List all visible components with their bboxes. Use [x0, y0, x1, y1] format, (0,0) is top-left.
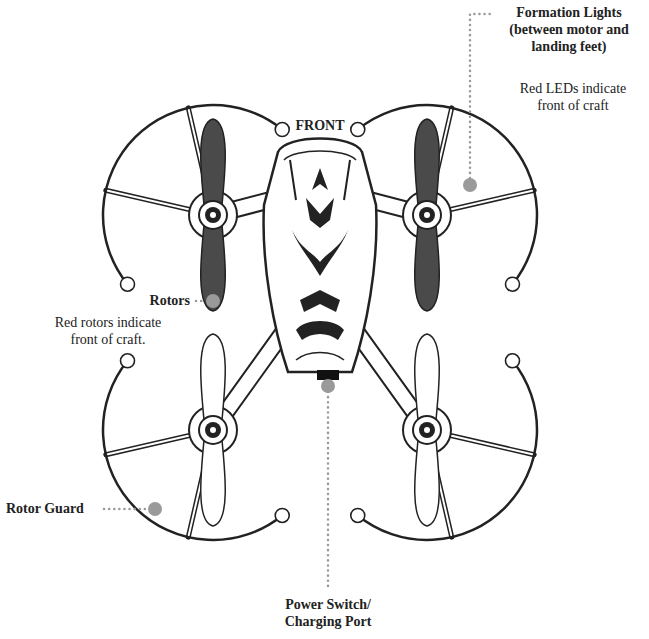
power-switch	[317, 370, 339, 380]
shell-line	[296, 353, 344, 361]
rotor-hub-center	[419, 422, 435, 438]
rotor-hub	[413, 416, 441, 444]
leader-line	[470, 14, 494, 178]
rotor-guard	[103, 361, 282, 540]
leader-line	[104, 508, 148, 511]
part-note: Red LEDs indicate front of craft	[510, 80, 636, 114]
leader-dots	[148, 178, 477, 516]
guard-foot	[121, 277, 135, 291]
rotor-shaft	[424, 427, 430, 433]
rotor-shaft	[424, 212, 430, 218]
rotor-shaft	[210, 212, 216, 218]
shell-line	[284, 151, 356, 160]
leader-line	[196, 300, 205, 303]
leader-dot	[321, 379, 335, 393]
part-name: Formation Lights (between motor and land…	[496, 4, 642, 55]
shell-slot	[290, 160, 350, 200]
rotor-shaft	[210, 427, 216, 433]
guard-strut	[106, 435, 192, 455]
leader-dot	[148, 502, 162, 516]
guard-foot	[351, 123, 365, 137]
guard-foot	[505, 354, 519, 368]
drone-shell	[264, 139, 377, 373]
guard-strut	[448, 435, 534, 455]
leader-dot	[206, 294, 220, 308]
shell-chevron	[306, 198, 334, 228]
guard-strut-fill	[448, 435, 532, 454]
leader-line	[327, 392, 330, 590]
guard-strut-fill	[108, 191, 192, 210]
rotor-hub	[199, 201, 227, 229]
part-name: Rotors	[90, 292, 190, 309]
guard-strut	[106, 190, 192, 210]
part-note: Red rotors indicate front of craft.	[40, 314, 176, 348]
rotor-hub	[413, 201, 441, 229]
direction-label: FRONT	[280, 117, 360, 134]
rotor-hub-center	[419, 207, 435, 223]
shell-chevron	[296, 321, 344, 340]
rotor-guard	[358, 361, 537, 540]
guard-strut-fill	[448, 191, 532, 210]
rotor-hub-center	[205, 207, 221, 223]
guard-strut	[448, 190, 534, 210]
leader-dot	[463, 178, 477, 192]
shell-chevron	[312, 168, 328, 190]
guard-foot	[505, 277, 519, 291]
guard-foot	[275, 123, 289, 137]
rotor-hub-center	[205, 422, 221, 438]
rotor-hub	[199, 416, 227, 444]
shell-chevron	[292, 230, 348, 276]
drone-body	[103, 105, 537, 540]
part-name: Power Switch/ Charging Port	[263, 596, 393, 630]
guard-foot	[275, 508, 289, 522]
rotor-guard	[358, 105, 537, 284]
part-name: Rotor Guard	[6, 500, 102, 517]
rotor-guard	[103, 105, 282, 284]
shell-chevron	[300, 290, 340, 312]
guard-foot	[351, 508, 365, 522]
guard-strut-fill	[108, 435, 192, 454]
guard-foot	[121, 354, 135, 368]
